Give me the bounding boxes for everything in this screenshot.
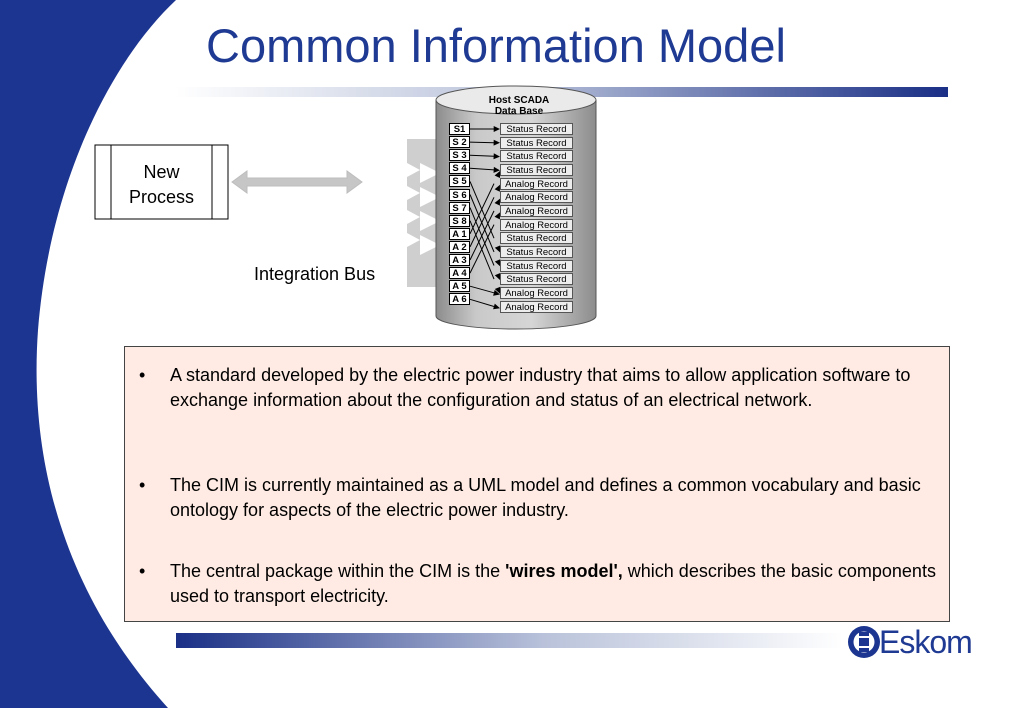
arrowhead-icon xyxy=(493,166,500,173)
arrowhead-icon xyxy=(494,212,500,220)
database-record: Status Record xyxy=(500,136,573,149)
slide-title: Common Information Model xyxy=(206,19,786,72)
arrowhead-icon xyxy=(494,273,501,280)
database-title-line1: Host SCADA xyxy=(488,95,550,106)
arrowhead-icon xyxy=(493,303,500,310)
database-record: Status Record xyxy=(500,163,573,176)
bullet-marker: • xyxy=(139,365,146,385)
new-process-label-line: New xyxy=(143,162,180,182)
arrowhead-icon xyxy=(494,184,500,192)
bullet-text-3-pre: The central package within the CIM is th… xyxy=(170,561,506,581)
arrowhead-icon xyxy=(494,171,500,178)
database-record: Status Record xyxy=(500,245,573,258)
database-title-line2: Data Base xyxy=(494,106,544,117)
point-slot: S 3 xyxy=(449,149,470,162)
connector-line xyxy=(469,197,495,248)
database-record: Status Record xyxy=(500,150,573,163)
eskom-logo-icon xyxy=(848,626,880,658)
bullet-text-3-bold: 'wires model', xyxy=(505,561,623,581)
bullet-text-3-post: which describes the basic components use… xyxy=(170,561,936,606)
point-slot: S1 xyxy=(449,123,470,135)
arrowhead-icon xyxy=(494,286,501,294)
arrowhead-icon xyxy=(493,289,500,296)
point-slot: S 4 xyxy=(449,162,470,175)
point-slot: A 2 xyxy=(449,240,470,253)
database-title: Host SCADA Data Base xyxy=(474,95,564,117)
connector-line xyxy=(469,210,495,261)
connector-line xyxy=(469,183,495,235)
eskom-logo-text: Eskom xyxy=(879,624,973,660)
point-slot: A 5 xyxy=(449,280,470,293)
connector-line xyxy=(469,285,495,294)
arrowhead-icon xyxy=(494,245,501,253)
database-record: Analog Record xyxy=(500,177,573,190)
database-record: Analog Record xyxy=(500,204,573,217)
database-record: Analog Record xyxy=(500,300,573,313)
connector-line xyxy=(469,224,495,274)
bullet-marker: • xyxy=(139,475,146,495)
arrowhead-icon xyxy=(493,139,500,146)
integration-bus-label: Integration Bus xyxy=(254,264,376,284)
connector-line xyxy=(469,298,495,307)
bus-arrow xyxy=(420,187,440,207)
point-slot: S 5 xyxy=(449,175,470,188)
blue-swoosh xyxy=(0,0,176,708)
description-box: • A standard developed by the electric p… xyxy=(124,346,950,622)
arrowhead-icon xyxy=(493,126,500,132)
bus-arrow xyxy=(420,235,440,255)
database-record: Analog Record xyxy=(500,191,573,204)
database-record: Status Record xyxy=(500,273,573,286)
point-slot: A 4 xyxy=(449,267,470,280)
bus-arrow xyxy=(420,211,440,231)
connector-line xyxy=(469,167,495,171)
arrowhead-icon xyxy=(493,153,500,160)
bullet-text-3: The central package within the CIM is th… xyxy=(170,559,940,609)
connector-line xyxy=(469,141,495,144)
bus-arrow xyxy=(420,163,440,183)
database-record: Status Record xyxy=(500,232,573,245)
new-process-label-line: Process xyxy=(128,187,195,207)
point-slot: S 6 xyxy=(449,188,470,201)
bullet-text-1: A standard developed by the electric pow… xyxy=(170,365,911,410)
connector-line xyxy=(469,154,495,157)
footer-bar xyxy=(176,633,844,648)
bullet-marker: • xyxy=(139,561,146,581)
database-record: Analog Record xyxy=(500,218,573,231)
point-slot: A 6 xyxy=(449,293,470,306)
arrowhead-icon xyxy=(494,259,501,267)
point-slot: S 2 xyxy=(449,136,470,149)
database-record: Analog Record xyxy=(500,286,573,299)
double-arrow xyxy=(231,170,363,194)
point-slot: S 8 xyxy=(449,214,470,227)
point-slot: A 3 xyxy=(449,254,470,266)
new-process-box xyxy=(94,144,229,220)
database-record: Status Record xyxy=(500,259,573,272)
database-record: Status Record xyxy=(500,123,573,135)
point-slot: S 7 xyxy=(449,201,470,214)
point-slot: A 1 xyxy=(449,227,470,240)
bullet-text-2: The CIM is currently maintained as a UML… xyxy=(170,475,921,520)
arrowhead-icon xyxy=(494,198,500,206)
